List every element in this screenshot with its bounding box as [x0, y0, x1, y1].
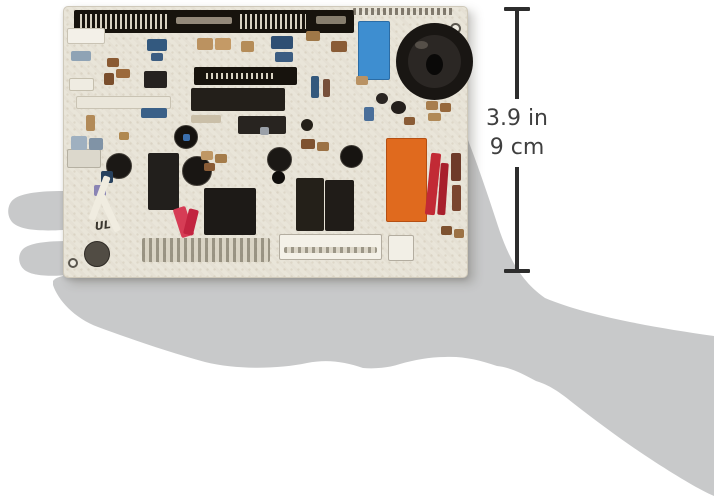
buzzer-highlight — [415, 41, 428, 49]
transistor — [391, 101, 406, 114]
part — [201, 151, 213, 160]
transformer — [204, 188, 256, 235]
dimension-cm: 9 cm — [489, 135, 545, 160]
part — [311, 76, 319, 98]
relay-left — [296, 178, 324, 231]
part — [364, 107, 374, 121]
ic-label-text — [206, 73, 276, 79]
part — [404, 117, 415, 125]
part — [454, 229, 464, 238]
circuit-board: UL — [63, 6, 473, 278]
blue-capacitor — [358, 21, 390, 80]
dimension-inches: 3.9 in — [485, 106, 549, 131]
part — [301, 139, 315, 149]
cert-mark — [84, 241, 110, 267]
hand-finger-lower — [19, 241, 70, 276]
barcode-text-smudge — [176, 17, 232, 24]
ic-large — [191, 88, 285, 111]
part — [428, 113, 441, 121]
orange-capacitor — [386, 138, 427, 222]
part — [323, 79, 330, 97]
part — [151, 53, 163, 61]
part — [441, 226, 452, 235]
part — [331, 41, 347, 52]
part — [119, 132, 129, 140]
mounting-hole-bottom-left — [68, 258, 78, 268]
part-row-bottom — [142, 238, 270, 262]
connector-pins — [284, 247, 377, 253]
part — [440, 103, 451, 112]
barcode-stripes-left — [80, 14, 168, 29]
dimension-bottom-cap — [504, 269, 530, 273]
electrolytic-cap-3 — [182, 156, 212, 186]
relay-tall — [148, 153, 179, 210]
board-components: UL — [64, 7, 473, 277]
white-bar-left — [76, 96, 171, 109]
relay-right — [325, 180, 354, 231]
part — [71, 51, 91, 61]
part — [191, 115, 221, 123]
white-rect-left — [69, 78, 94, 91]
part — [306, 31, 320, 41]
barcode-code-smudge — [316, 16, 346, 24]
part — [215, 38, 231, 50]
part — [71, 136, 87, 150]
white-box-left-mid — [67, 149, 101, 168]
board-id-tiny-text — [353, 8, 455, 15]
barcode-stripes-right — [240, 14, 306, 29]
electrolytic-cap-4 — [267, 147, 292, 172]
dimension-indicator: 3.9 in 9 cm — [483, 7, 551, 273]
dimension-line-upper — [515, 11, 519, 99]
buzzer-hole — [426, 54, 443, 75]
electrolytic-cap-5 — [340, 145, 363, 168]
part — [260, 127, 269, 135]
part — [86, 115, 95, 131]
part — [204, 163, 215, 171]
dimension-line-lower — [515, 167, 519, 269]
transistor — [301, 119, 313, 131]
part — [317, 142, 329, 151]
hand-finger-upper — [8, 191, 63, 231]
part — [451, 153, 461, 181]
part — [215, 154, 227, 163]
dimension-top-cap — [504, 7, 530, 11]
part — [104, 73, 114, 85]
part — [89, 138, 103, 150]
transistor — [376, 93, 388, 104]
small-ic-left — [144, 71, 167, 88]
part — [426, 101, 438, 110]
small-cap — [272, 171, 285, 184]
part — [356, 76, 368, 85]
blue-cap-row — [141, 108, 167, 118]
part — [275, 52, 293, 62]
part — [452, 185, 461, 211]
part — [241, 41, 254, 52]
part — [116, 69, 130, 78]
part — [271, 36, 293, 49]
part — [197, 38, 213, 50]
connector-small — [388, 235, 414, 261]
ic-small — [238, 116, 286, 134]
white-label-top-left — [67, 28, 105, 44]
part — [147, 39, 167, 51]
part — [107, 58, 119, 67]
cap-blue-marking — [183, 134, 190, 141]
